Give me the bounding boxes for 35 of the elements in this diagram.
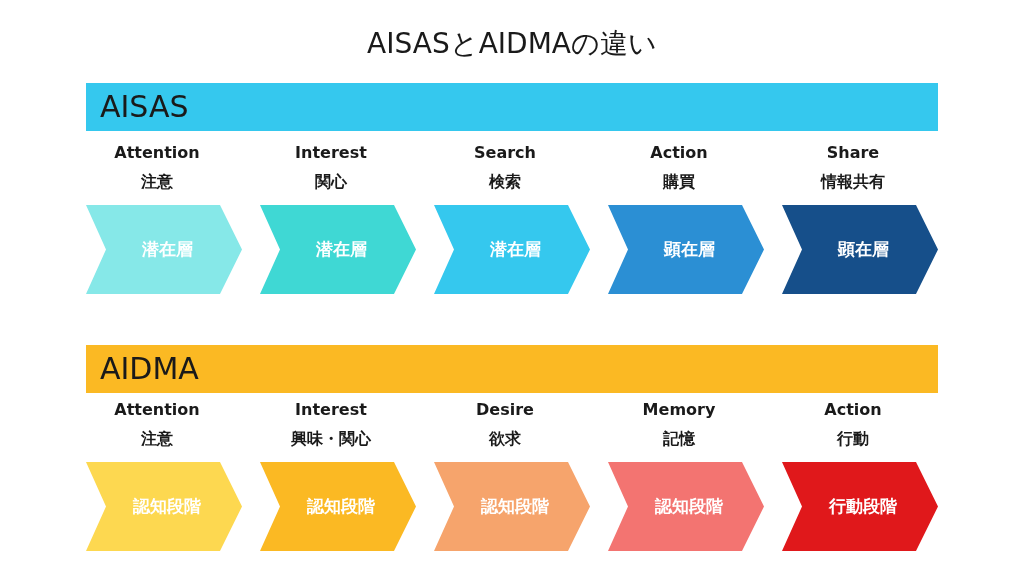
step-heading: Desire [476,400,535,420]
step-heading: 興味・関心 [291,429,372,449]
step-label: 潜在層 [488,237,541,261]
step-heading: 記憶 [663,429,696,449]
step-heading: Memory [642,400,717,420]
section-band [86,83,938,131]
step-heading: 注意 [141,172,174,192]
band-title: AISAS [100,92,189,122]
step-heading: Search [474,143,537,163]
step-heading: 購買 [663,172,696,192]
step-label: 認知段階 [132,494,201,518]
step-heading: Share [826,143,881,163]
step-heading: 注意 [141,429,174,449]
title: AISASとAIDMAの違い [366,26,658,62]
step-label: 潜在層 [140,237,193,261]
step-heading: 検索 [489,172,522,192]
step-heading: 行動 [837,429,870,449]
step-label: 顕在層 [662,237,715,261]
step-heading: Attention [114,143,201,163]
step-label: 認知段階 [654,494,723,518]
step-heading: 情報共有 [821,172,886,192]
section-band [86,345,938,393]
step-heading: Action [824,400,883,420]
step-label: 顕在層 [836,237,889,261]
band-title: AIDMA [100,354,199,384]
step-heading: Interest [295,143,368,163]
step-heading: 欲求 [489,429,522,449]
step-heading: 関心 [315,172,348,192]
step-label: 行動段階 [828,494,897,518]
step-label: 認知段階 [480,494,549,518]
step-heading: Action [650,143,709,163]
step-heading: Attention [114,400,201,420]
step-heading: Interest [295,400,368,420]
step-label: 潜在層 [314,237,367,261]
step-label: 認知段階 [306,494,375,518]
